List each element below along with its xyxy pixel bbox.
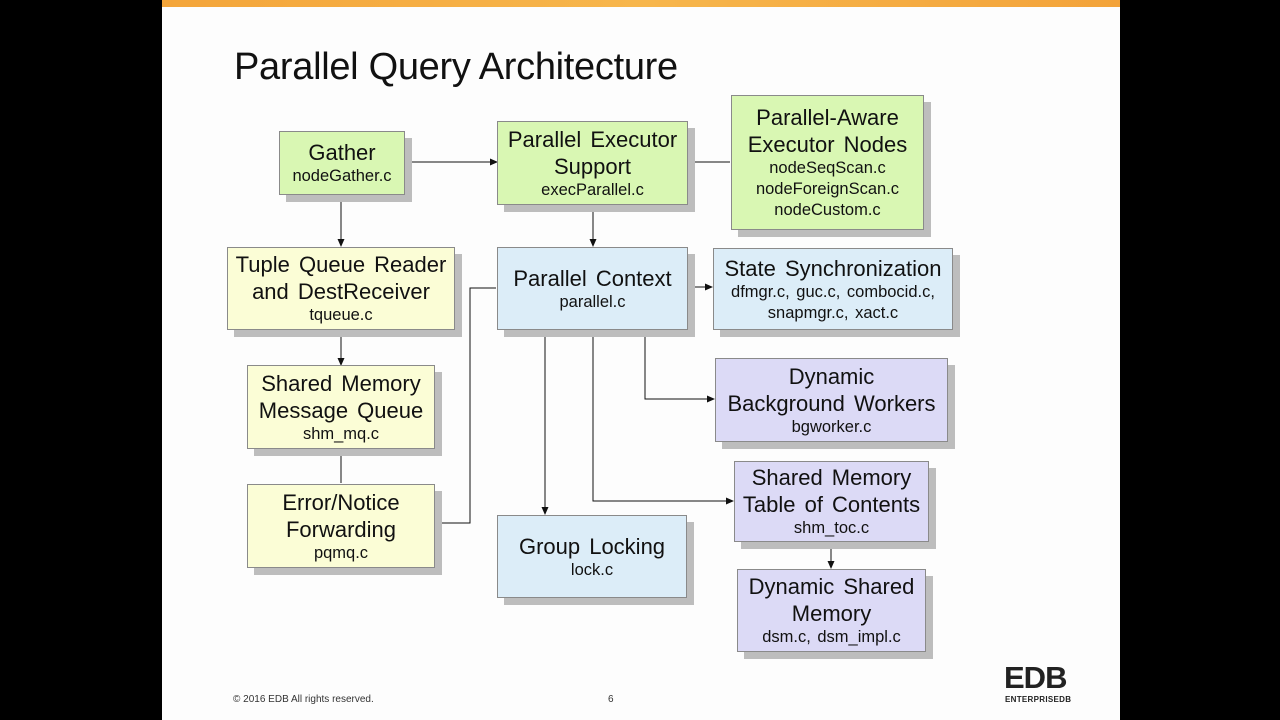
node-title-line: Parallel Context <box>513 265 672 291</box>
node-source-file: shm_toc.c <box>793 519 870 537</box>
node-source-file: nodeForeignScan.c <box>755 180 900 198</box>
node-title-line: Parallel Executor <box>507 126 678 152</box>
slide: Parallel Query Architecture <box>162 0 1120 720</box>
node-title-line: Gather <box>308 140 376 165</box>
node-title-line: Shared Memory <box>261 370 421 396</box>
node-source-file: snapmgr.c, xact.c <box>767 303 899 322</box>
edb-logo-text: ENTERPRISEDB <box>1005 695 1072 704</box>
arrow-context-to-errfwd <box>434 287 496 527</box>
node-source-file: dsm.c, dsm_impl.c <box>762 628 901 646</box>
node-source-file: nodeSeqScan.c <box>769 159 886 177</box>
node-title-line: Table of Contents <box>742 492 921 517</box>
node-title-line: and DestReceiver <box>252 279 430 304</box>
footer-copyright: © 2016 EDB All rights reserved. <box>233 694 374 705</box>
node-title-line: Group Locking <box>518 533 666 559</box>
node-title-line: Memory <box>791 601 872 626</box>
slide-title: Parallel Query Architecture <box>234 46 678 88</box>
node-title-line: Support <box>553 153 632 179</box>
node-source-file: bgworker.c <box>791 417 872 436</box>
node-title-line: Background Workers <box>727 390 936 416</box>
node-title-line: Message Queue <box>258 397 424 423</box>
edb-logo-mark: EDB <box>1004 660 1067 695</box>
node-title-line: State Synchronization <box>724 255 942 281</box>
edb-logo: EDB ENTERPRISEDB <box>1004 662 1076 706</box>
node-source-file: nodeGather.c <box>292 167 392 185</box>
node-source-file: dfmgr.c, guc.c, combocid.c, <box>731 282 935 301</box>
node-source-file: shm_mq.c <box>302 424 380 443</box>
arrow-context-to-bgworkers <box>644 330 715 403</box>
connectors <box>337 158 835 569</box>
node-title-line: Executor Nodes <box>747 132 908 157</box>
arrow-context-to-toc <box>592 330 734 505</box>
node-title-line: Shared Memory <box>751 465 912 490</box>
accent-bar <box>162 0 1120 7</box>
node-gather: Gather nodeGather.c <box>279 131 405 195</box>
node-source-file: execParallel.c <box>541 180 644 199</box>
page-number: 6 <box>608 694 614 705</box>
node-source-file: nodeCustom.c <box>774 201 881 219</box>
node-title-line: Dynamic Shared <box>748 574 915 599</box>
node-title-line: Error/Notice <box>282 489 400 515</box>
node-title-line: Dynamic <box>788 363 875 389</box>
node-source-file: parallel.c <box>559 292 626 311</box>
node-title-line: Tuple Queue Reader <box>235 252 447 277</box>
node-title-line: Parallel-Aware <box>756 105 899 130</box>
node-source-file: tqueue.c <box>309 306 373 324</box>
node-source-file: pqmq.c <box>313 543 369 562</box>
node-source-file: lock.c <box>570 560 614 579</box>
node-title-line: Forwarding <box>285 516 397 542</box>
